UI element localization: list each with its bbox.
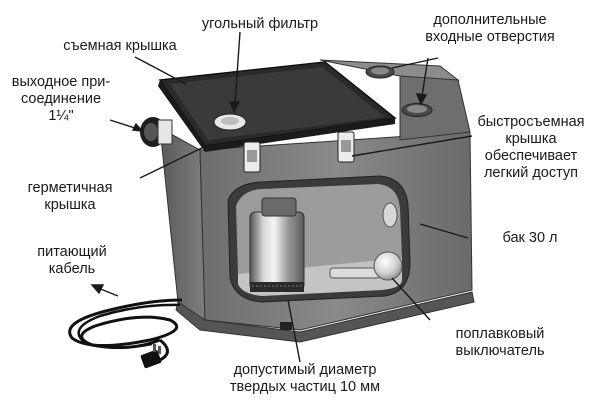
label-line: обеспечивает	[484, 148, 578, 164]
float-ball-icon	[329, 251, 403, 281]
label-line: быстросъемная	[477, 114, 585, 130]
inner-fitting	[382, 202, 398, 228]
label-plate	[280, 322, 292, 330]
removable-lid-shape	[158, 61, 397, 152]
leader-lines	[90, 31, 473, 363]
label-line: твердых частиц 10 мм	[229, 379, 381, 395]
label-quick-lid: быстросъемная крышка обеспечивает легкий…	[466, 114, 596, 182]
label-line: соединение	[20, 91, 102, 107]
label-line: выключатель	[455, 343, 545, 359]
label-removable-lid: съемная крышка	[30, 38, 210, 55]
label-line: крышка	[44, 197, 96, 213]
extra-inlet-ports	[365, 65, 433, 117]
label-line: бак 30 л	[502, 230, 558, 246]
label-carbon-filter: угольный фильтр	[190, 16, 330, 33]
label-tank: бак 30 л	[470, 230, 590, 247]
label-extra-inlets: дополнительные входные отверстия	[390, 12, 590, 46]
latch-icon	[243, 131, 355, 173]
label-line: выходное при-	[11, 74, 111, 90]
label-line: входные отверстия	[425, 29, 555, 45]
label-sealed-lid: герметичная крышка	[0, 180, 140, 214]
label-line: легкий доступ	[483, 165, 579, 181]
label-power-cable: питающий кабель	[22, 244, 122, 278]
label-line: угольный фильтр	[201, 16, 319, 32]
label-solids: допустимый диаметр твердых частиц 10 мм	[205, 362, 405, 396]
label-line: 1¼"	[48, 108, 74, 124]
label-line: допустимый диаметр	[233, 362, 377, 378]
plug	[140, 344, 162, 369]
label-line: съемная крышка	[63, 38, 177, 54]
outlet-fitting	[140, 117, 173, 147]
label-float-switch: поплавковый выключатель	[430, 326, 570, 360]
label-line: питающий	[37, 244, 107, 260]
pump-icon	[249, 197, 305, 292]
label-line: кабель	[48, 261, 96, 277]
label-line: герметичная	[27, 180, 113, 196]
label-line: крышка	[505, 131, 557, 147]
label-outlet: выходное при- соединение 1¼"	[0, 74, 122, 125]
label-line: поплавковый	[455, 326, 545, 342]
carbon-filter-cap	[213, 113, 247, 131]
label-line: дополнительные	[433, 12, 547, 28]
cable-plug-icon	[68, 298, 183, 362]
